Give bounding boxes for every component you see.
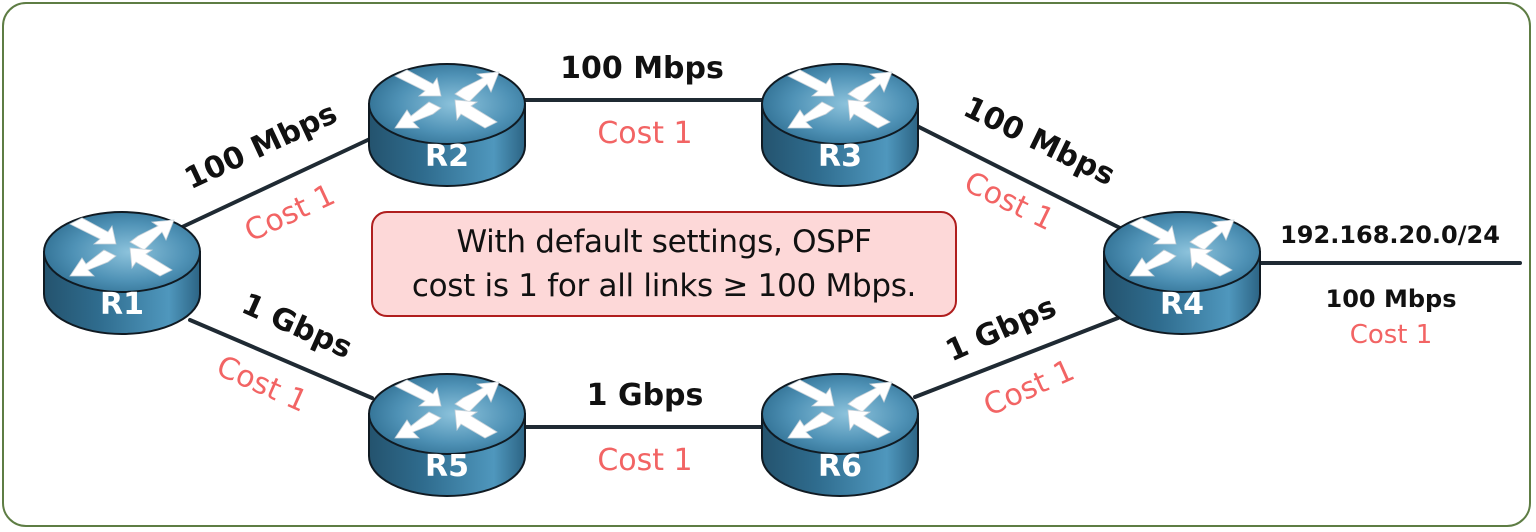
link-cost-r1-r5: Cost 1 [211,349,312,420]
link-r1-r5 [188,318,374,400]
router-label: R6 [818,449,862,484]
router-label: R3 [818,139,862,174]
link-r3-r4 [913,123,1130,234]
link-cost-r3-r4: Cost 1 [959,165,1060,238]
link-cost-r5-r6: Cost 1 [597,443,692,478]
links [178,98,1522,429]
info-note: With default settings, OSPF cost is 1 fo… [371,211,957,317]
link-speed-r5-r6: 1 Gbps [587,378,704,413]
router-r4[interactable]: R4 [1103,211,1261,335]
link-speed-r2-r3: 100 Mbps [560,51,724,86]
router-label: R5 [425,449,469,484]
link-cost-r1-r2: Cost 1 [239,177,340,249]
link-r1-r2 [178,136,374,230]
router-r2[interactable]: R2 [368,63,526,187]
note-line-2: cost is 1 for all links ≥ 100 Mbps. [411,268,917,304]
link-cost-r6-r4: Cost 1 [978,353,1079,424]
router-label: R1 [100,287,144,322]
router-r6[interactable]: R6 [761,373,919,497]
link-speed-r1-r5: 1 Gbps [236,287,357,366]
note-line-1: With default settings, OSPF [456,224,872,260]
stub-subnet: 192.168.20.0/24 [1280,221,1500,249]
link-r6-r4 [913,316,1120,399]
router-r3[interactable]: R3 [761,63,919,187]
stub-cost: Cost 1 [1350,320,1433,350]
link-cost-r2-r3: Cost 1 [597,116,692,151]
router-r1[interactable]: R1 [43,211,201,335]
link-speed-r6-r4: 1 Gbps [941,290,1062,369]
stub-speed: 100 Mbps [1326,285,1457,313]
router-label: R4 [1160,287,1204,322]
router-r5[interactable]: R5 [368,373,526,497]
router-label: R2 [425,139,469,174]
